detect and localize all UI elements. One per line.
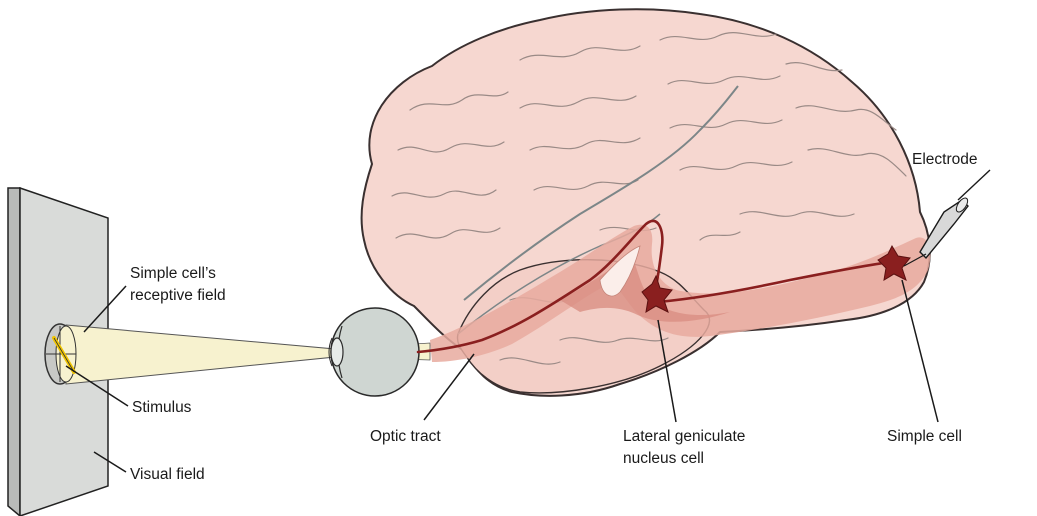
brain bbox=[362, 9, 931, 396]
label-electrode: Electrode bbox=[912, 151, 977, 168]
label-receptive-field-1: Simple cell’s bbox=[130, 265, 216, 282]
label-visual-field: Visual field bbox=[130, 466, 205, 483]
eye bbox=[329, 308, 419, 396]
label-lgn-1: Lateral geniculate bbox=[623, 428, 745, 445]
simple-cell-leader bbox=[902, 280, 938, 422]
label-receptive-field-2: receptive field bbox=[130, 287, 226, 304]
label-optic-tract: Optic tract bbox=[370, 428, 441, 445]
label-lgn-2: nucleus cell bbox=[623, 450, 704, 467]
light-cone bbox=[66, 325, 335, 384]
label-simple-cell: Simple cell bbox=[887, 428, 962, 445]
label-stimulus: Stimulus bbox=[132, 399, 192, 416]
receptive-field bbox=[45, 324, 76, 384]
optic-tract-leader bbox=[424, 354, 474, 420]
